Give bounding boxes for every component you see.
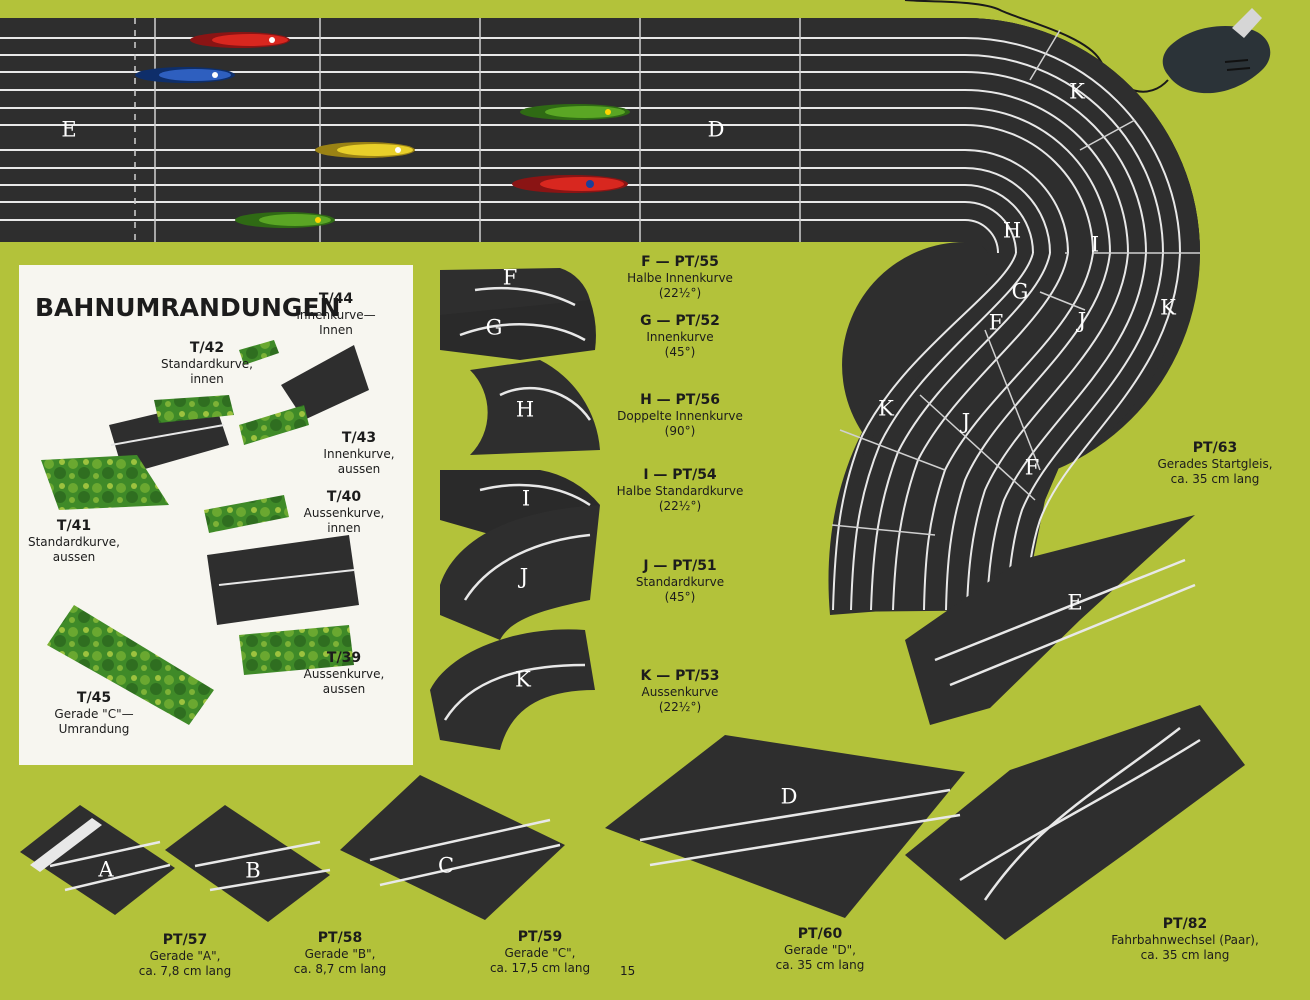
caption-pt52: G — PT/52 Innenkurve (45°) [640,313,720,359]
page-number: 15 [620,964,636,978]
caption-t43: T/43 Innenkurve, aussen [323,430,395,476]
track-label-h: H [1002,218,1022,243]
track-label-j: J [1077,308,1087,333]
straight-piece-d [605,735,965,918]
track-label-k: K [1160,295,1176,320]
track-label-g: G [1011,279,1029,304]
straight-piece-a [20,805,175,915]
piece-letter-d: D [780,784,798,809]
caption-t39: T/39 Aussenkurve, aussen [303,650,385,696]
layout-straight-track [0,18,965,242]
piece-letter-c: C [437,853,455,878]
slot-car [135,67,235,83]
slot-car [520,104,630,120]
caption-pt60: PT/60 Gerade "D", ca. 35 cm lang [775,926,865,972]
track-label-e: E [61,117,77,142]
track-label-d: D [707,117,725,142]
piece-letter-h: H [515,397,535,422]
piece-letter-b: B [245,858,261,883]
piece-letter-k: K [515,667,531,692]
track-label-k: K [878,396,894,421]
slot-car [190,32,290,48]
caption-t40: T/40 Aussenkurve, innen [303,489,385,535]
caption-t42: T/42 Standardkurve, innen [160,340,253,386]
track-label-k: K [1069,79,1085,104]
caption-pt63: PT/63 Gerades Startgleis, ca. 35 cm lang [1157,440,1273,486]
piece-letter-i: I [521,486,531,511]
caption-pt57: PT/57 Gerade "A", ca. 7,8 cm lang [138,932,232,978]
caption-t41: T/41 Standardkurve, aussen [27,518,120,564]
caption-pt51: J — PT/51 Standardkurve (45°) [635,558,725,604]
track-label-i: I [1090,232,1100,257]
straight-lanes [49,558,1196,892]
caption-pt53: K — PT/53 Aussenkurve (22½°) [640,668,720,714]
piece-letter-e: E [1067,590,1083,615]
piece-letter-j: J [519,564,529,589]
track-label-j: J [961,409,971,434]
panel-title: BAHNUMRANDUNGEN [35,293,341,322]
piece-letter-f: F [502,265,518,290]
layout-curve-track [828,18,1200,615]
caption-pt58: PT/58 Gerade "B", ca. 8,7 cm lang [293,930,387,976]
lane-change-piece [905,705,1245,940]
slot-car [512,175,628,193]
track-label-f: F [1024,455,1040,480]
caption-pt54: I — PT/54 Halbe Standardkurve (22½°) [616,467,744,513]
caption-t45: T/45 Gerade "C"— Umrandung [54,690,134,736]
slot-car [235,212,335,228]
straight-piece-c [340,775,565,920]
caption-pt82: PT/82 Fahrbahnwechsel (Paar), ca. 35 cm … [1111,916,1259,962]
caption-pt59: PT/59 Gerade "C", ca. 17,5 cm lang [489,929,591,975]
track-label-f: F [988,310,1004,335]
border-pieces-panel: BAHNUMRANDUNGEN T/44 Innenkurve— Innen T… [19,265,413,765]
border-pieces-illustration [41,340,369,725]
piece-letter-g: G [485,315,503,340]
caption-pt55: F — PT/55 Halbe Innenkurve (22½°) [627,254,733,300]
caption-pt56: H — PT/56 Doppelte Innenkurve (90°) [617,392,743,438]
piece-letter-a: A [98,857,114,882]
straight-piece-b [165,805,330,922]
curve-piece-stack [430,268,600,750]
slot-car [315,142,415,158]
caption-t44: T/44 Innenkurve— Innen [296,291,376,337]
